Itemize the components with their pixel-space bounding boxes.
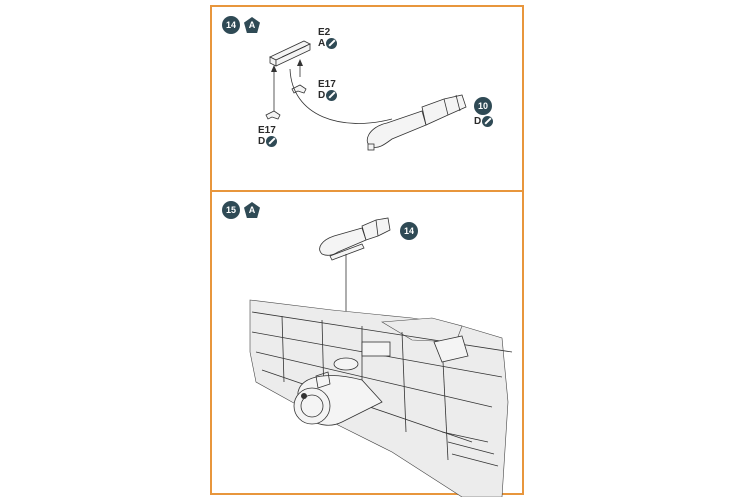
step-14-drawing: [265, 40, 467, 151]
callout-e2: E2 A: [318, 27, 338, 49]
step-15-badge: 15 A: [222, 201, 260, 219]
step-14-badge: 14 A: [222, 16, 260, 34]
step-number: 14: [222, 16, 240, 34]
placement-curve: [289, 68, 393, 124]
glue-icon: [482, 116, 494, 127]
bomb-subassembly: [319, 217, 391, 261]
aircraft-wing: [249, 299, 513, 497]
callout-e17-lower: E17 D: [258, 125, 278, 147]
callout-e17-upper: E17 D: [318, 79, 338, 101]
subassembly-reference: 14: [400, 222, 418, 240]
variant-marker: A: [244, 17, 260, 33]
variant-marker: A: [244, 202, 260, 218]
glue-icon: [326, 90, 338, 101]
step-14-panel: 14 A E2 A E17 D E17 D 10 D: [210, 5, 524, 191]
step-number: 15: [222, 201, 240, 219]
bracket-upper: [291, 84, 307, 94]
glue-icon: [326, 38, 338, 49]
step-15-panel: 15 A 14: [210, 190, 524, 497]
rack-part: [269, 40, 311, 67]
ref-step-number: 14: [400, 222, 418, 240]
step-15-drawing: [249, 217, 513, 497]
bomb-part: [366, 94, 467, 151]
bracket-lower: [265, 110, 281, 120]
glue-icon: [266, 136, 278, 147]
callout-10: 10 D: [474, 97, 494, 127]
